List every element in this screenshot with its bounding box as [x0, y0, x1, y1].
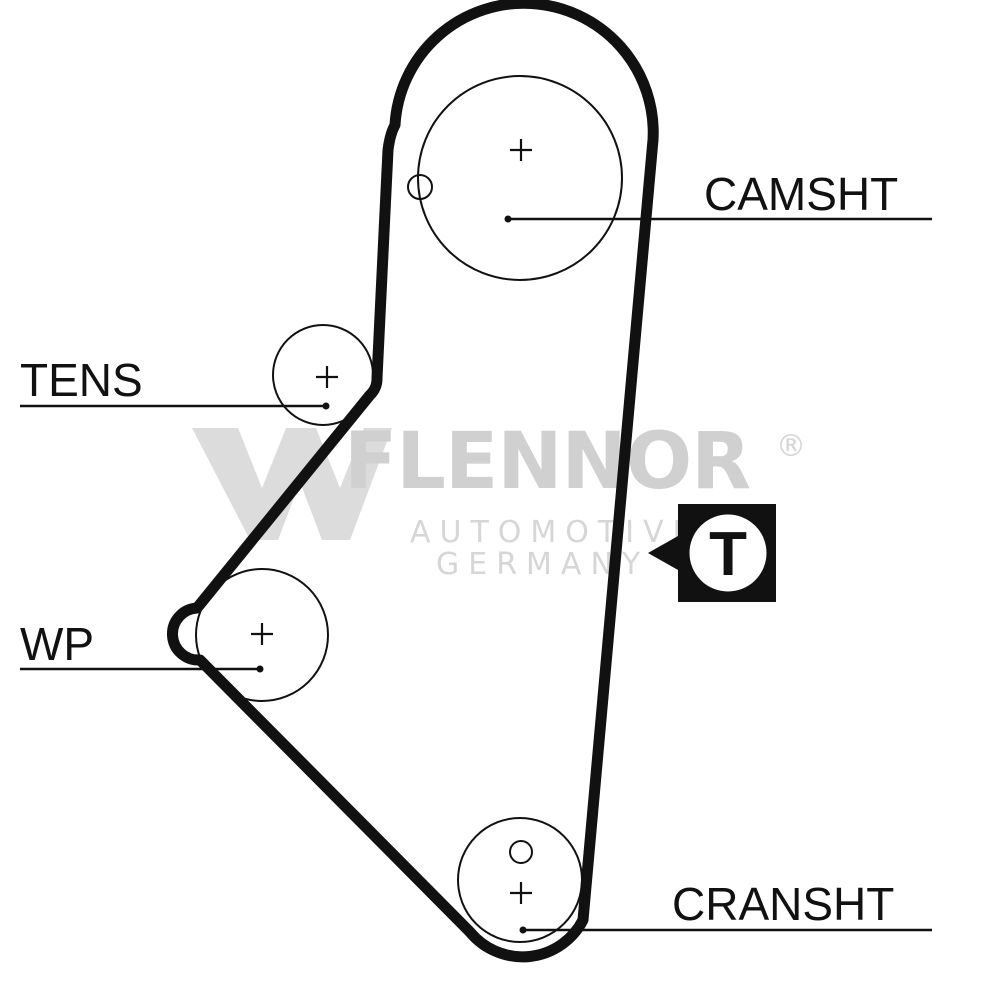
camshaft-label: CAMSHT — [704, 168, 898, 220]
water-pump-pulley — [195, 568, 329, 702]
tension-badge-letter: T — [709, 520, 747, 589]
camshaft-center-cross — [510, 139, 532, 161]
water-pump-label: WP — [20, 618, 94, 670]
crankshaft-timing-mark — [509, 840, 533, 864]
timing-belt — [167, 0, 659, 963]
camshaft-timing-mark — [407, 174, 433, 200]
water-pump-leader — [20, 665, 264, 673]
watermark: FLENNOR ® AUTOMOTIVE GERMANY — [192, 417, 806, 582]
tension-badge: T — [648, 504, 776, 602]
camshaft-leader — [504, 215, 932, 223]
watermark-line2: GERMANY — [436, 547, 649, 582]
crankshaft-label: CRANSHT — [672, 878, 894, 930]
crankshaft-center-cross — [510, 882, 532, 904]
watermark-registered-mark: ® — [776, 429, 806, 464]
crankshaft-leader — [519, 926, 932, 934]
watermark-line1: AUTOMOTIVE — [410, 515, 701, 550]
camshaft-pulley — [417, 75, 623, 281]
tensioner-center-cross — [316, 366, 338, 388]
tensioner-label: TENS — [20, 354, 143, 406]
tensioner-leader — [20, 402, 330, 410]
water-pump-center-cross — [251, 623, 273, 645]
watermark-brand: FLENNOR — [344, 417, 750, 507]
crankshaft-pulley — [457, 817, 583, 943]
